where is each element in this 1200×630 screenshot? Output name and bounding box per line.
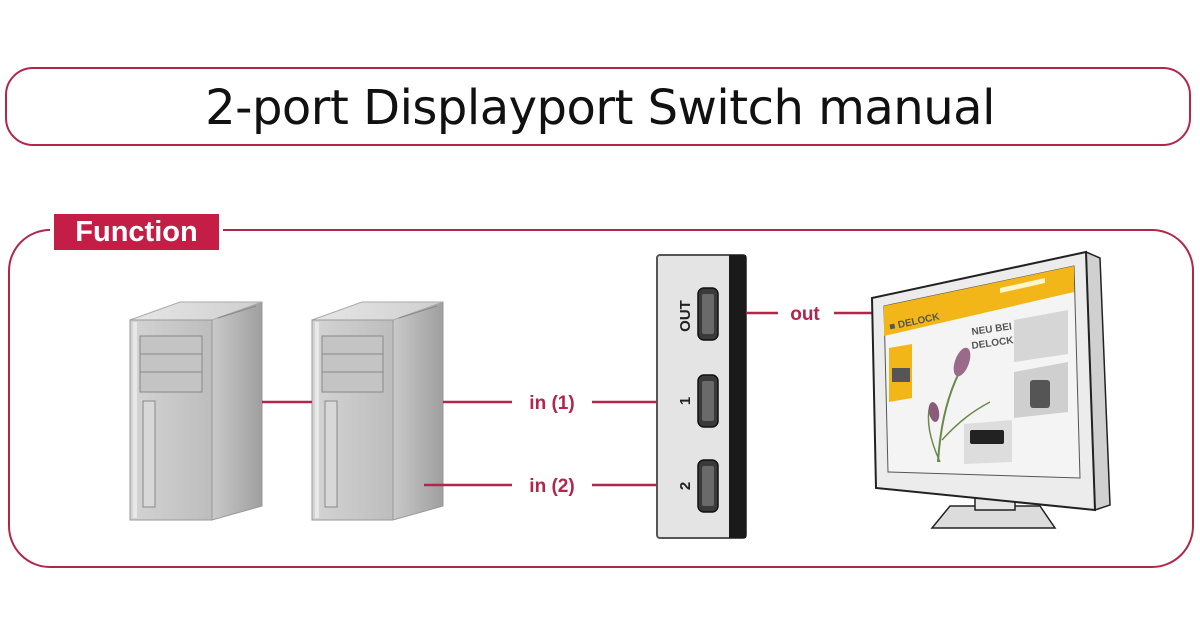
title-frame [5, 67, 1191, 146]
page-title: 2-port Displayport Switch manual [205, 80, 995, 136]
port-1[interactable] [697, 374, 719, 428]
port-2-label: 2 [677, 482, 694, 490]
function-section-label: Function [54, 214, 219, 250]
computer-tower-2 [311, 301, 444, 521]
port-out[interactable] [697, 287, 719, 341]
flower-illustration [937, 374, 959, 463]
in2-label: in (2) [529, 476, 574, 497]
monitor: ■ DELOCK NEU BEI DELOCK [870, 250, 1111, 529]
out-label: out [790, 304, 820, 325]
computer-tower-1 [129, 301, 263, 521]
port-1-label: 1 [677, 397, 694, 405]
in1-label: in (1) [529, 393, 574, 414]
function-frame [8, 229, 1194, 568]
displayport-switch: OUT 1 2 [656, 254, 747, 539]
port-2[interactable] [697, 459, 719, 513]
port-out-label: OUT [677, 300, 694, 332]
